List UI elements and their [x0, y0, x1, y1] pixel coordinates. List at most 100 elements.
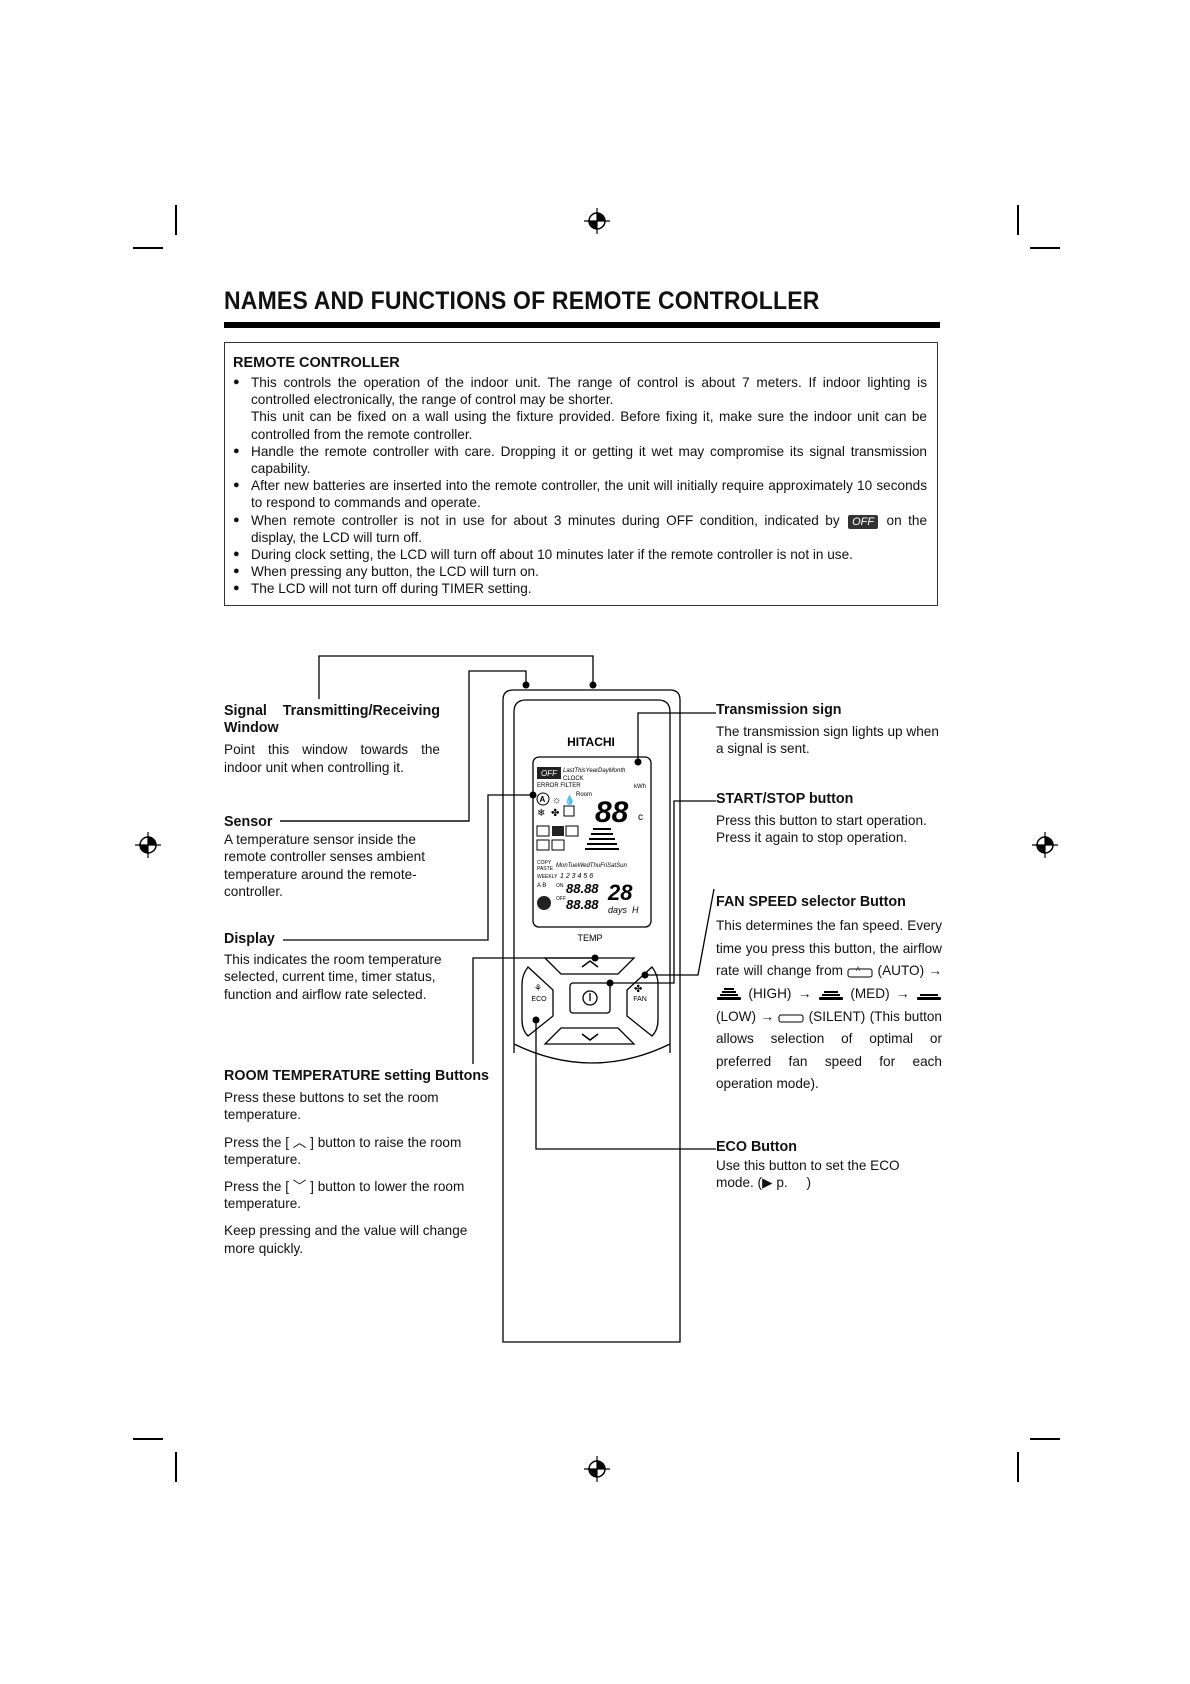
lcd-weekly: WEEKLY — [537, 874, 558, 880]
fan-high-icon — [717, 987, 741, 1000]
lcd-auto-mode-icon — [536, 792, 550, 806]
crop-mark — [1017, 205, 1019, 235]
fan-button-outline — [626, 966, 659, 1037]
lcd-off-small: OFF — [556, 896, 566, 902]
room-temp-title: ROOM TEMPERATURE setting Buttons — [224, 1068, 490, 1084]
off-badge-icon: OFF — [848, 514, 879, 529]
info-bullet: This controls the operation of the indoo… — [233, 374, 927, 443]
start-stop-title: START/STOP button — [716, 791, 854, 807]
lcd-clock: CLOCK — [563, 776, 584, 782]
leader-dot — [529, 791, 537, 799]
crop-mark — [1030, 247, 1060, 249]
room-temp-desc3: Press the [ ﹀ ] button to lower the room… — [224, 1178, 494, 1212]
registration-mark-icon — [584, 1456, 610, 1482]
power-icon — [582, 990, 598, 1006]
info-heading: REMOTE CONTROLLER — [233, 355, 400, 371]
eco-label: ECO — [531, 996, 547, 1003]
lcd-h: H — [632, 905, 639, 915]
room-temp-desc4: Keep pressing and the value will change … — [224, 1223, 468, 1256]
fan-silent-icon — [778, 1014, 804, 1023]
lcd-off: OFF — [541, 769, 558, 778]
crop-mark — [1017, 1452, 1019, 1482]
temp-down-button — [543, 1027, 636, 1045]
temp-up-button — [543, 957, 636, 975]
lcd-sun-icon: ☼ — [552, 795, 561, 806]
crop-mark — [133, 1438, 163, 1440]
lcd-fan-icon: ✤ — [551, 808, 559, 819]
remote-front-panel — [513, 699, 671, 1053]
fan-silent-label: (SILENT) — [808, 1008, 866, 1024]
room-temp-text: Press the [ — [224, 1134, 289, 1150]
lcd-clock-icon — [537, 896, 551, 910]
lcd-periods: LastThisYearDayMonth — [563, 768, 626, 774]
sensor-desc: A temperature sensor inside the remote c… — [224, 832, 425, 899]
info-list: This controls the operation of the indoo… — [233, 374, 927, 598]
info-bullet: After new batteries are inserted into th… — [233, 477, 927, 511]
lcd-big2: 28 — [607, 880, 633, 905]
sensor-title: Sensor — [224, 814, 273, 830]
registration-mark-icon — [135, 832, 161, 858]
info-text: This unit can be fixed on a wall using t… — [251, 409, 927, 442]
temp-label: TEMP — [577, 933, 602, 943]
start-stop-label: START/STOP button Press this button to s… — [716, 791, 940, 857]
svg-text:A: A — [856, 967, 860, 973]
lcd-ab: A B — [537, 883, 546, 889]
arrow-right-icon: → — [760, 1008, 774, 1024]
chevron-up-icon — [581, 960, 599, 968]
fan-speed-desc: This determines the fan speed. Every tim… — [716, 915, 942, 1096]
lcd-room: Room — [576, 792, 592, 798]
remote-controller-info-box: REMOTE CONTROLLER This controls the oper… — [224, 342, 938, 606]
room-temp-desc2: Press the [ ︿ ] button to raise the room… — [224, 1134, 494, 1168]
leader-eco — [535, 1020, 716, 1150]
info-bullet: The LCD will not turn off during TIMER s… — [233, 580, 927, 597]
signal-window-label: Signal Transmitting/Receiving Window Poi… — [224, 703, 440, 786]
lcd-frame — [532, 756, 652, 928]
fan-auto-label: (AUTO) — [877, 963, 925, 979]
lcd-snow-icon: ❄ — [537, 808, 545, 819]
fan-speed-text: This determines the fan speed. Every tim… — [716, 918, 942, 979]
arrow-right-icon: → — [928, 963, 943, 979]
fan-high-label: (HIGH) — [748, 985, 792, 1001]
lcd-paste: PASTE — [537, 866, 554, 872]
registration-mark-icon — [584, 208, 610, 234]
sensor-label: Sensor A temperature sensor inside the r… — [224, 813, 440, 910]
arrow-right-icon: → — [797, 985, 812, 1001]
lcd-digits2: 88.88 — [566, 897, 599, 912]
fan-med-label: (MED) — [850, 985, 890, 1001]
leader-fan — [645, 888, 715, 976]
leader-signal-window-outer — [318, 655, 594, 699]
display-desc: This indicates the room temperature sele… — [224, 952, 442, 1002]
registration-mark-icon — [1032, 832, 1058, 858]
lcd-unit-c: c — [638, 812, 643, 823]
crop-mark — [133, 247, 163, 249]
chevron-up-icon: ︿ — [292, 1134, 307, 1150]
fan-blade-icon: ✤ — [634, 984, 642, 995]
lcd-digits1: 88.88 — [566, 881, 599, 896]
leader-transmission — [637, 712, 716, 762]
fan-speed-label: FAN SPEED selector Button This determine… — [716, 894, 942, 1106]
room-temp-text: ] button to lower the room temperature. — [224, 1179, 465, 1212]
info-text: on the display, the LCD will turn off. — [251, 512, 928, 545]
info-text: This controls the operation of the indoo… — [251, 375, 927, 408]
leader-room-temp — [472, 957, 595, 1064]
fan-speed-title: FAN SPEED selector Button — [716, 894, 906, 910]
crop-mark — [1030, 1438, 1060, 1440]
info-bullet: When pressing any button, the LCD will t… — [233, 563, 927, 580]
crop-mark — [175, 205, 177, 235]
room-temp-desc1: Press these buttons to set the room temp… — [224, 1090, 439, 1123]
svg-text:A: A — [540, 795, 546, 804]
fan-label: FAN — [633, 996, 647, 1003]
arrow-right-icon: → — [896, 985, 910, 1001]
start-stop-desc: Press this button to start operation. Pr… — [716, 813, 927, 846]
room-temp-text: Press the [ — [224, 1179, 289, 1195]
leader-display — [283, 794, 533, 941]
lcd-error-filter: ERROR FILTER — [537, 783, 581, 789]
leader-dot — [532, 1016, 540, 1024]
lcd-big-temp: 88 — [595, 796, 629, 829]
crop-mark — [175, 1452, 177, 1482]
transmission-desc: The transmission sign lights up when a s… — [716, 724, 939, 757]
eco-button-outline — [521, 966, 554, 1037]
fan-low-icon — [917, 993, 942, 1000]
lcd-on: ON — [556, 883, 564, 889]
info-bullet: During clock setting, the LCD will turn … — [233, 546, 927, 563]
